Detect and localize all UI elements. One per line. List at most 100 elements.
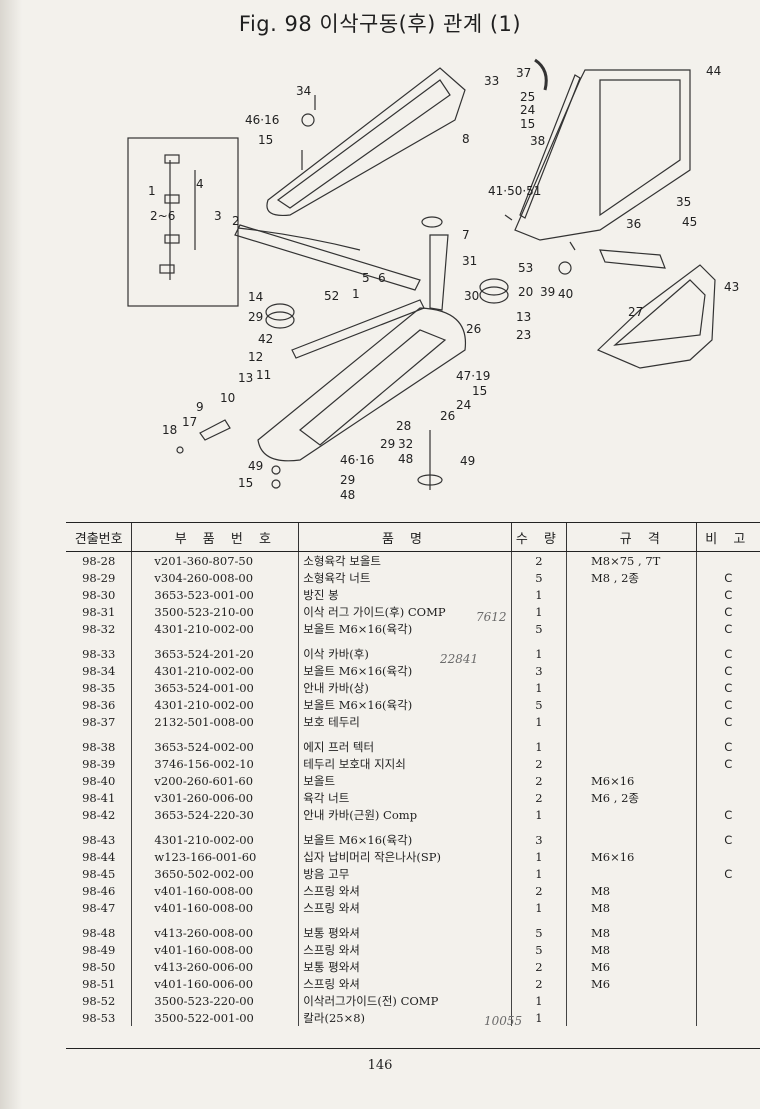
cell-part-number: 3746-156-002-10 <box>131 755 299 772</box>
cell-quantity: 5 <box>510 696 567 713</box>
cell-part-number: v401-160-008-00 <box>131 941 299 958</box>
cell-part-name: 에지 프러 텍터 <box>298 730 512 755</box>
col-header-spec: 규 격 <box>566 522 697 552</box>
lug-guide-rear <box>257 307 467 462</box>
callout-label: 7 <box>462 228 470 242</box>
cell-part-name: 칼라(25×8) <box>298 1009 512 1026</box>
cell-part-number: 4301-210-002-00 <box>131 662 299 679</box>
cell-part-number: 3653-524-220-30 <box>131 806 299 823</box>
cell-remarks: C <box>695 603 760 620</box>
cell-quantity: 1 <box>510 713 567 730</box>
callout-label: 42 <box>258 332 273 346</box>
cell-spec <box>566 586 697 603</box>
cell-remarks <box>695 992 760 1009</box>
cell-spec <box>566 696 697 713</box>
page-edge-shadow <box>0 0 22 1109</box>
edge-guard <box>534 58 548 91</box>
cell-remarks: C <box>695 713 760 730</box>
cell-remarks <box>695 789 760 806</box>
cell-part-number: v401-160-006-00 <box>131 975 299 992</box>
cell-quantity: 1 <box>510 865 567 882</box>
cell-part-number: v304-260-008-00 <box>131 569 299 586</box>
cell-part-number: 3653-523-001-00 <box>131 586 299 603</box>
callout-label: 48 <box>340 488 355 502</box>
callout-label: 45 <box>682 215 697 229</box>
cell-part-name: 이삭 러그 가이드(후) COMP <box>298 603 512 620</box>
callout-label: 8 <box>462 132 470 146</box>
cell-index: 98-33 <box>82 646 116 661</box>
cell-remarks <box>695 916 760 941</box>
col-header-remarks: 비 고 <box>695 522 760 552</box>
cell-remarks: C <box>695 586 760 603</box>
callout-label: 52 <box>324 289 339 303</box>
cell-part-name: 스프링 와셔 <box>298 975 512 992</box>
cell-quantity: 5 <box>510 941 567 958</box>
cell-quantity: 2 <box>510 755 567 772</box>
cell-part-name: 소형육각 너트 <box>298 569 512 586</box>
cell-spec: M8 <box>566 882 697 899</box>
cell-remarks <box>695 848 760 865</box>
cell-part-name: 보올트 M6×16(육각) <box>298 620 512 637</box>
cell-spec: M6×16 <box>566 848 697 865</box>
cell-quantity: 2 <box>510 958 567 975</box>
cell-quantity: 1 <box>510 586 567 603</box>
cell-part-name: 소형육각 보올트 <box>298 551 512 569</box>
cell-spec <box>566 662 697 679</box>
cell-spec: M6 <box>566 958 697 975</box>
cell-part-number: v401-160-008-00 <box>131 882 299 899</box>
cell-part-name: 스프링 와셔 <box>298 941 512 958</box>
cell-remarks <box>695 975 760 992</box>
cell-index: 98-38 <box>82 739 116 754</box>
cell-index: 98-43 <box>82 832 116 847</box>
cell-part-number: v201-360-807-50 <box>131 551 299 569</box>
cell-index: 98-50 <box>82 959 116 974</box>
callout-label: 18 <box>162 423 177 437</box>
callout-label: 26 <box>466 322 481 336</box>
callout-label: 3 <box>214 209 222 223</box>
cell-part-name: 보올트 <box>298 772 512 789</box>
callout-label: 46·16 <box>340 453 374 467</box>
cell-part-name: 보호 테두리 <box>298 713 512 730</box>
cell-quantity: 1 <box>510 848 567 865</box>
callout-label: 30 <box>464 289 479 303</box>
cell-index: 98-51 <box>82 976 116 991</box>
callout-label: 43 <box>724 280 739 294</box>
callout-label: 11 <box>256 368 271 382</box>
callout-label: 15 <box>258 133 273 147</box>
cell-remarks <box>695 941 760 958</box>
cell-part-name: 보올트 M6×16(육각) <box>298 823 512 848</box>
cell-quantity: 3 <box>510 823 567 848</box>
cell-quantity: 1 <box>510 899 567 916</box>
cell-remarks: C <box>695 637 760 662</box>
cell-part-name: 방음 고무 <box>298 865 512 882</box>
callout-label: 39 <box>540 285 555 299</box>
cell-remarks: C <box>695 730 760 755</box>
cell-spec <box>566 603 697 620</box>
callout-label: 46·16 <box>245 113 279 127</box>
cell-index: 98-48 <box>82 925 116 940</box>
callout-label: 1 <box>148 184 156 198</box>
cell-spec: M8 <box>566 941 697 958</box>
cell-quantity: 5 <box>510 620 567 637</box>
cell-remarks: C <box>695 865 760 882</box>
col-header-quantity: 수 량 <box>510 522 567 552</box>
cell-quantity: 2 <box>510 882 567 899</box>
callout-label: 4 <box>196 177 204 191</box>
callout-label: 20 <box>518 285 533 299</box>
cell-remarks <box>695 1009 760 1026</box>
cell-part-number: 3500-523-220-00 <box>131 992 299 1009</box>
cell-index: 98-49 <box>82 942 116 957</box>
callout-label: 15 <box>520 117 535 131</box>
cell-spec: M8 <box>566 916 697 941</box>
